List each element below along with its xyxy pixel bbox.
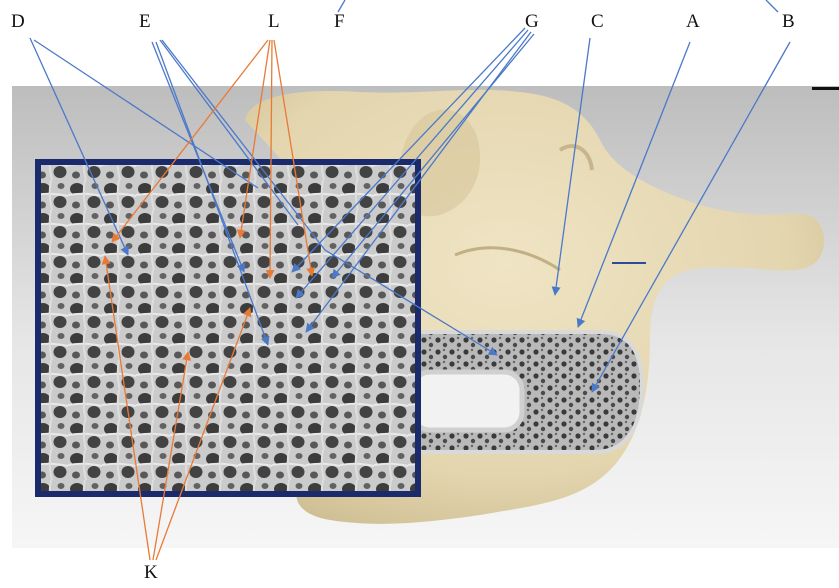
label-a: A: [686, 12, 700, 31]
label-f: F: [334, 12, 345, 31]
label-d: D: [11, 12, 25, 31]
label-g: G: [525, 12, 539, 31]
implant-cage: [395, 332, 642, 452]
inset-magnified-scaffold: [38, 162, 418, 494]
label-e: E: [139, 12, 151, 31]
label-l: L: [268, 12, 280, 31]
label-b: B: [782, 12, 795, 31]
scale-bar: [812, 87, 839, 90]
label-c: C: [591, 12, 604, 31]
leader-b-top: [766, 0, 778, 12]
label-k: K: [144, 563, 158, 582]
